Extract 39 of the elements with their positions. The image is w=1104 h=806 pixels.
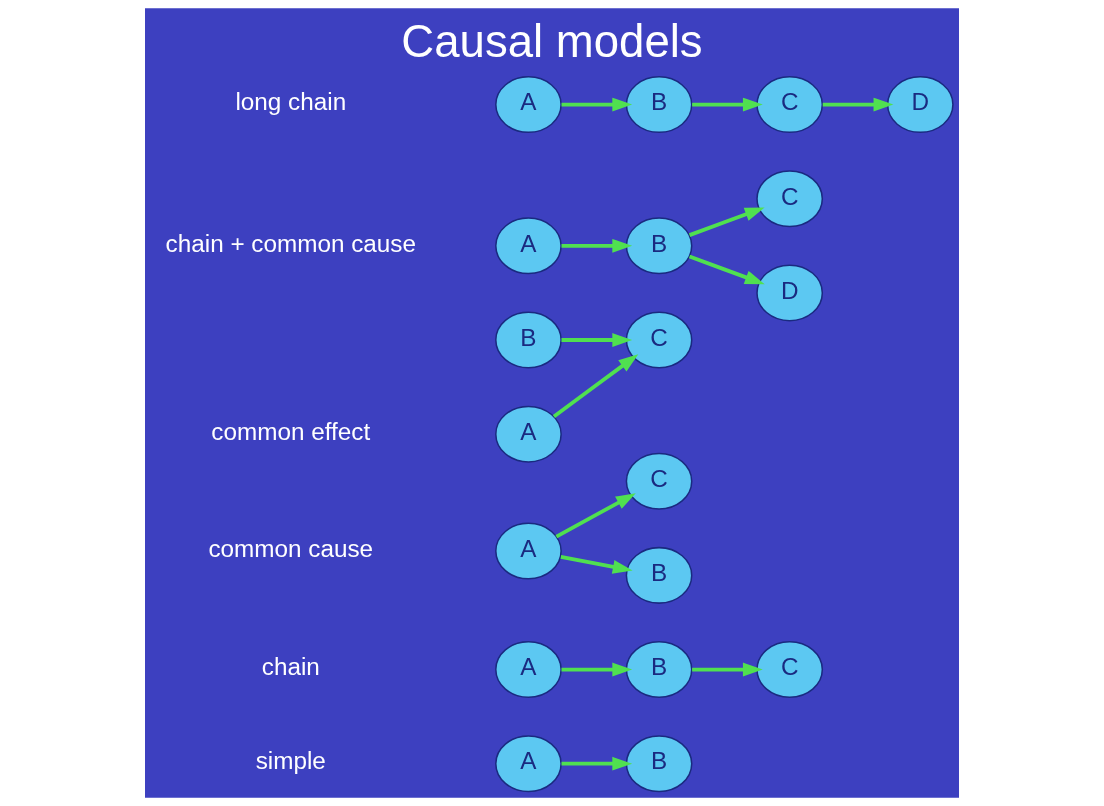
arrow	[692, 662, 763, 677]
node-ellipse: A	[495, 405, 562, 463]
arrow	[692, 97, 763, 112]
node-ellipse: D	[886, 76, 954, 134]
label: common effect	[211, 417, 371, 445]
node-ellipse: C	[756, 170, 824, 228]
node-ellipse: C	[625, 311, 693, 369]
node-ellipse: D	[756, 264, 824, 322]
node-ellipse: C	[756, 76, 824, 134]
node-ellipse: A	[495, 522, 562, 580]
node-ellipse: B	[625, 546, 693, 604]
label: chain + common cause	[165, 229, 416, 257]
arrow	[561, 97, 633, 112]
node-ellipse: B	[625, 735, 693, 793]
arrow	[822, 97, 894, 112]
arrow	[560, 555, 633, 574]
arrow	[561, 756, 633, 771]
node-ellipse: B	[495, 311, 562, 369]
node-ellipse: A	[495, 735, 562, 793]
arrow	[561, 238, 633, 253]
arrow	[561, 333, 633, 347]
arrow	[552, 354, 639, 418]
node-ellipse: B	[625, 76, 693, 134]
arrow	[688, 207, 765, 237]
label: simple	[255, 747, 326, 775]
arrow	[555, 493, 636, 539]
node-ellipse: C	[756, 641, 824, 699]
arrow	[561, 662, 633, 677]
node-ellipse: A	[495, 641, 562, 699]
node-ellipse: B	[625, 641, 693, 699]
node-ellipse: A	[495, 217, 562, 275]
label: long chain	[235, 88, 347, 116]
arrow	[688, 254, 765, 285]
label: chain	[261, 653, 320, 681]
node-ellipse: B	[625, 217, 693, 275]
label: common cause	[208, 534, 374, 562]
node-ellipse: A	[495, 76, 562, 134]
diagram-title: Causal models	[401, 15, 703, 67]
node-ellipse: C	[625, 452, 693, 510]
